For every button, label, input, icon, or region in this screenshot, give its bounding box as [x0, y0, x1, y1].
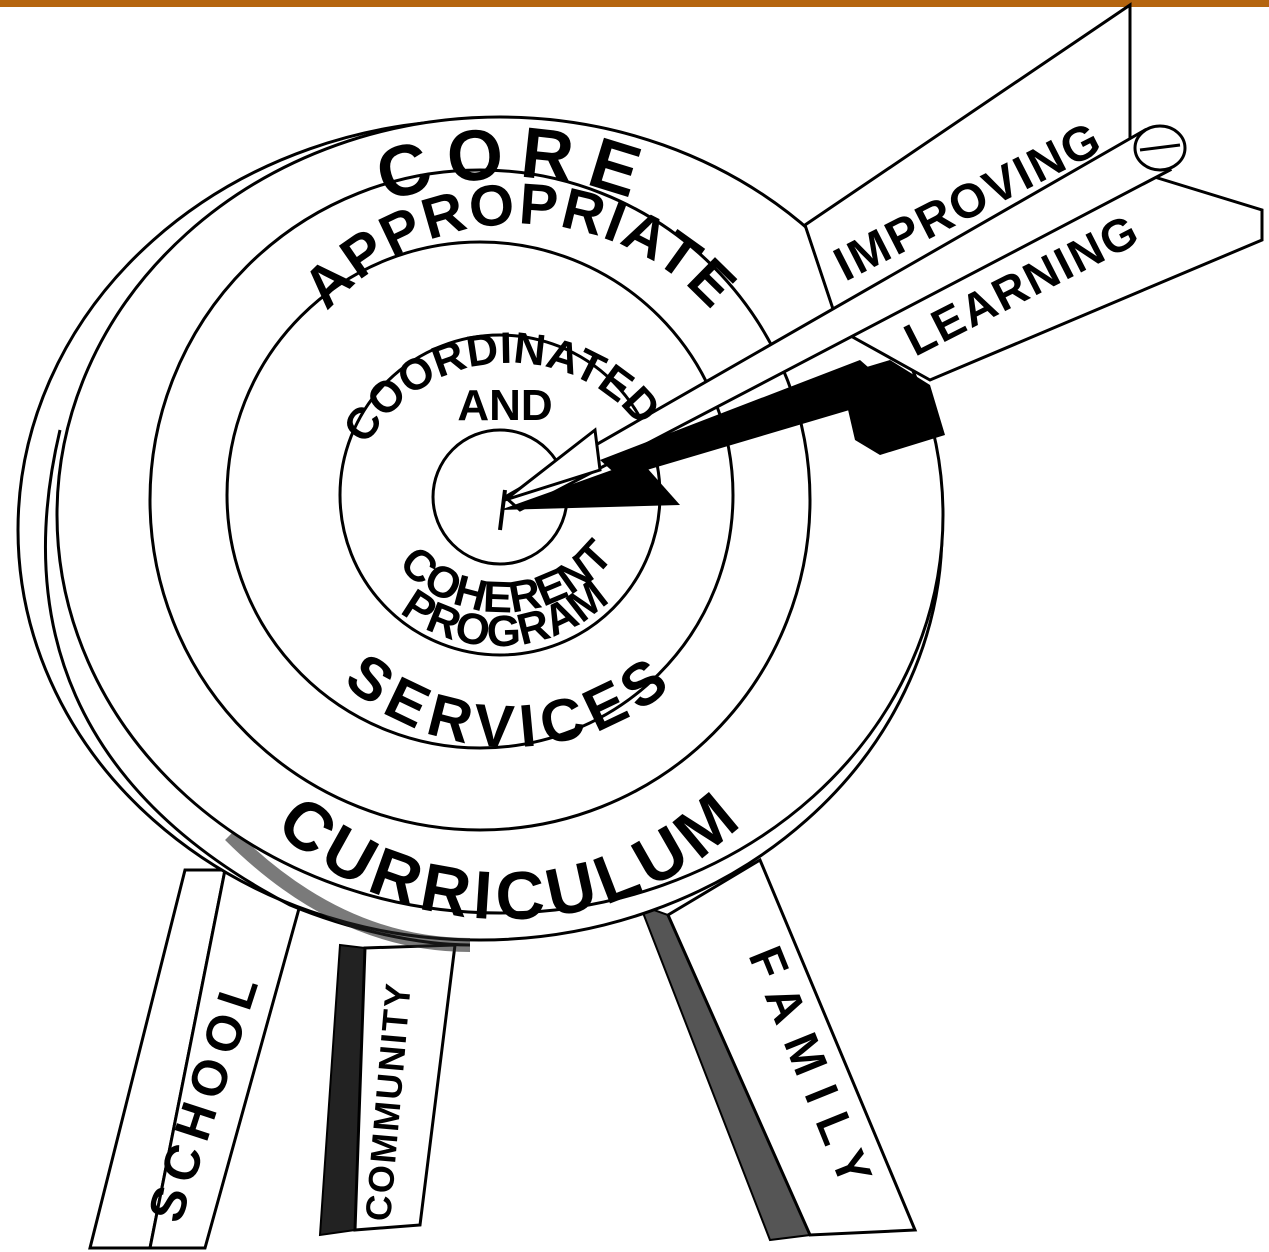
leg-family — [638, 857, 918, 1242]
arrow — [498, 124, 1187, 531]
target-board — [16, 115, 945, 952]
label-and: AND — [457, 381, 552, 430]
top-accent-bar — [0, 0, 1269, 7]
leg-school — [88, 867, 302, 1250]
leg-community — [318, 943, 457, 1237]
